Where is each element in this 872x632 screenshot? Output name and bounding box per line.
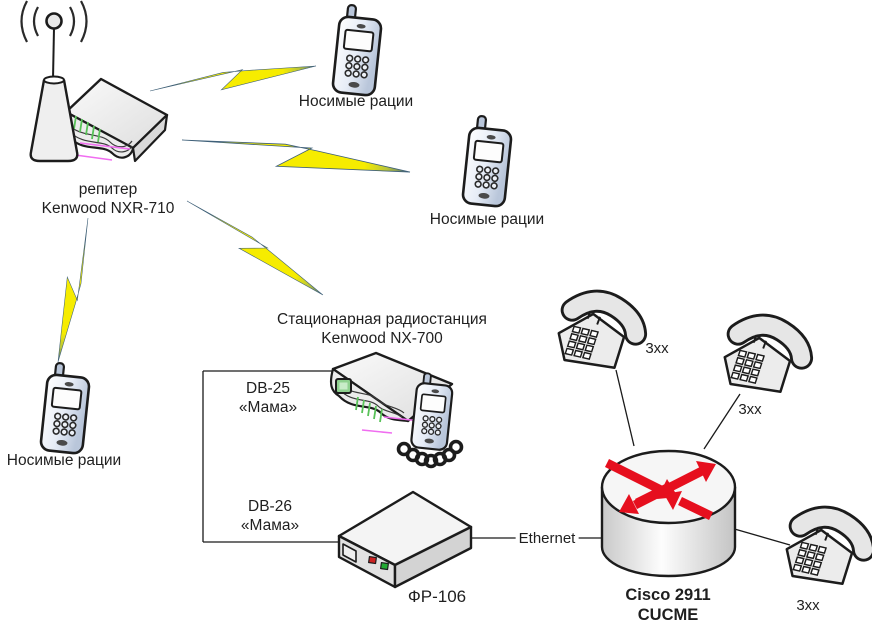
db25-label-line2: «Мама» <box>238 399 298 416</box>
db25-label: DB-25 «Мама» <box>239 379 297 417</box>
lightning-bolt-icon <box>57 217 89 363</box>
phone-top-left-label: 3xx <box>645 340 669 357</box>
router-phone2-line <box>703 393 741 450</box>
base-station-icon <box>329 351 464 469</box>
base-station-label-line1: Стационарная радиостанция <box>277 311 487 328</box>
router-label-line2: CUCME <box>637 606 699 624</box>
router-label: Cisco 2911 CUCME <box>625 585 710 625</box>
portable-radio-icon <box>38 360 93 456</box>
fr106-icon <box>337 490 473 589</box>
portable-radio-icon <box>330 2 385 98</box>
desk-phone-icon <box>787 517 864 584</box>
handset-cord-icon <box>396 439 464 469</box>
db26-label-line2: «Мама» <box>240 517 300 534</box>
repeater-label: репитер Kenwood NXR-710 <box>42 180 175 218</box>
lightning-bolt-icon <box>181 139 411 173</box>
phone-top-right-label: 3xx <box>738 401 762 418</box>
router-phone1-line <box>615 369 635 447</box>
portable-radio-middle-label: Носимые рации <box>429 211 545 228</box>
phone-bottom-label: 3xx <box>796 597 820 614</box>
router-label-line1: Cisco 2911 <box>625 586 711 604</box>
ethernet-label: Ethernet <box>515 529 579 548</box>
router-arrows-icon <box>604 458 716 521</box>
repeater-icon <box>20 0 169 163</box>
db26-label-line1: DB-26 <box>248 498 292 515</box>
antenna-icon <box>20 0 88 163</box>
repeater-label-line1: репитер <box>78 181 138 198</box>
radio-links <box>57 65 411 363</box>
portable-radio-top-label: Носимые рации <box>298 93 414 110</box>
router-phone3-line <box>730 527 791 546</box>
router-icon <box>600 449 737 578</box>
portable-radio-icon <box>460 113 515 209</box>
desk-phone-icon <box>725 325 802 392</box>
base-station-label-line2: Kenwood NX-700 <box>321 330 443 347</box>
db26-label: DB-26 «Мама» <box>241 497 299 535</box>
lightning-bolt-icon <box>186 200 324 296</box>
repeater-label-line2: Kenwood NXR-710 <box>41 200 175 217</box>
db25-label-line1: DB-25 <box>246 380 290 397</box>
portable-radio-left-label: Носимые рации <box>6 452 122 469</box>
base-station-label: Стационарная радиостанция Kenwood NX-700 <box>277 310 487 348</box>
connector-lines <box>202 369 791 546</box>
desk-phone-icon <box>559 301 636 368</box>
lightning-bolt-icon <box>149 65 317 92</box>
fr106-label: ФР-106 <box>407 587 467 606</box>
